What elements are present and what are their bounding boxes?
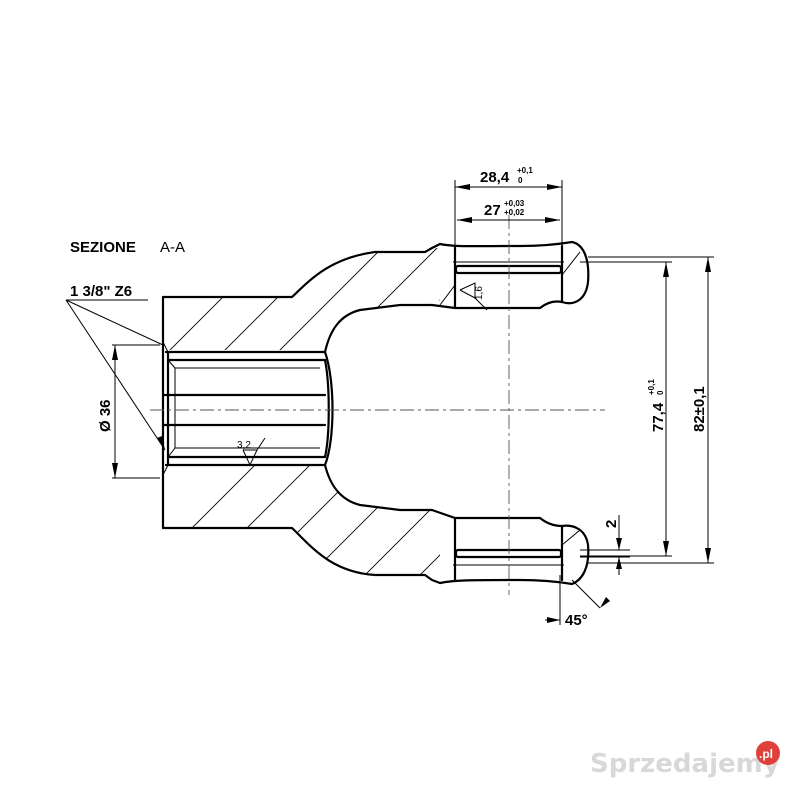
svg-text:28,4: 28,4 <box>480 169 510 186</box>
section-title: SEZIONE <box>70 239 136 256</box>
svg-text:2: 2 <box>603 520 620 528</box>
roughness-symbol-ear: 1,6 <box>459 282 488 311</box>
svg-text:82±0,1: 82±0,1 <box>691 386 708 432</box>
dimension-chamfer: 45° <box>545 575 610 629</box>
hatch-top <box>163 248 440 350</box>
svg-text:Ø 36: Ø 36 <box>97 399 114 432</box>
yoke-bottom-arm <box>161 463 590 586</box>
svg-text:+0,03: +0,03 <box>504 199 525 208</box>
dimension-bore-width: 27 +0,03 +0,02 <box>457 199 560 223</box>
svg-text:77,4: 77,4 <box>650 402 667 432</box>
svg-text:27: 27 <box>484 202 501 219</box>
hatch-bottom <box>163 465 440 580</box>
watermark-text: Sprzedajemy <box>590 749 780 779</box>
svg-text:+0,1: +0,1 <box>517 166 533 175</box>
roughness-symbol-bore: 3,2 <box>237 437 266 467</box>
section-id: A-A <box>160 239 185 256</box>
dimension-overall-span: 82±0,1 <box>588 256 714 564</box>
roughness-bore-label: 3,2 <box>237 440 251 451</box>
svg-text:+0,02: +0,02 <box>504 208 525 217</box>
watermark-badge <box>756 741 780 765</box>
dimension-diameter: Ø 36 <box>97 344 160 479</box>
dimension-groove-width: 2 <box>580 515 630 575</box>
dimension-outer-width: 28,4 +0,1 0 <box>454 166 563 246</box>
svg-text:+0,1: +0,1 <box>647 379 656 395</box>
svg-text:45°: 45° <box>565 612 588 629</box>
svg-text:0: 0 <box>656 390 665 395</box>
watermark: Sprzedajemy .pl <box>590 741 780 779</box>
svg-text:0: 0 <box>518 176 523 185</box>
watermark-badge-text: .pl <box>759 747 773 761</box>
yoke-top-arm <box>161 240 590 354</box>
spline-spec: 1 3/8" Z6 <box>70 283 132 300</box>
roughness-ear-label: 1,6 <box>474 286 485 300</box>
dimension-groove-span: 77,4 +0,1 0 <box>580 261 672 557</box>
